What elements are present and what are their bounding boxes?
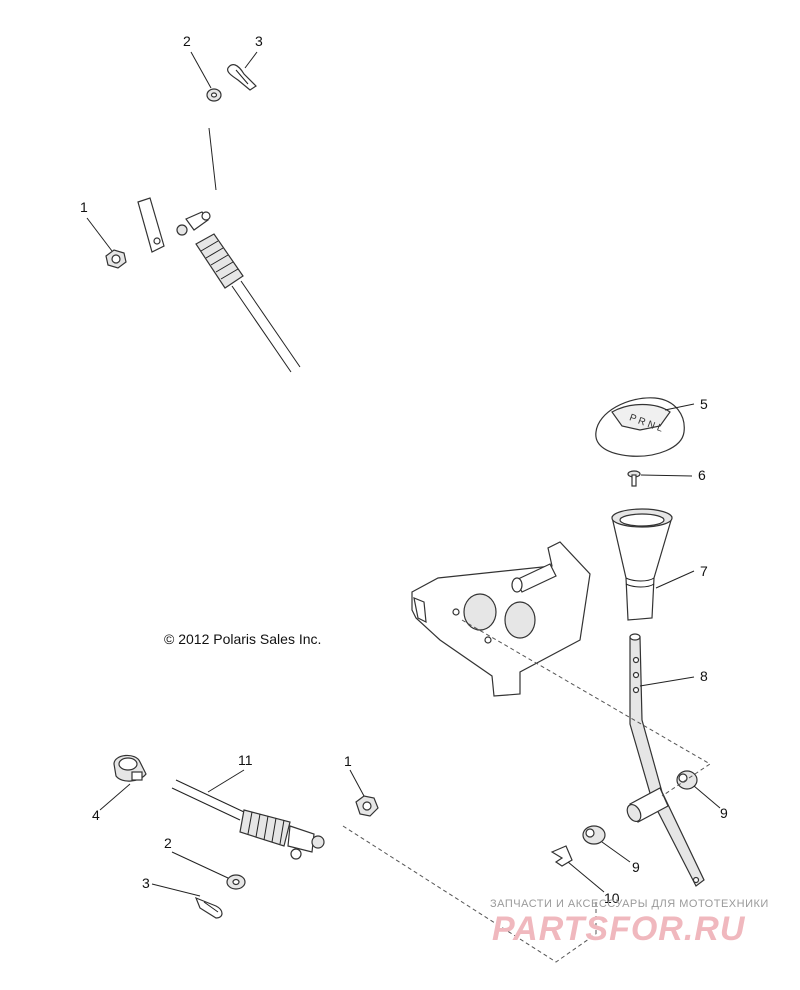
top-cable-assembly — [105, 64, 301, 373]
callout-3-top: 3 — [255, 33, 263, 49]
copyright-notice: © 2012 Polaris Sales Inc. — [164, 631, 321, 647]
callout-2-bottom: 2 — [164, 835, 172, 851]
callout-8: 8 — [700, 668, 708, 684]
shift-lever — [626, 633, 705, 887]
knob-screw — [627, 470, 641, 487]
watermark-brand: PARTSFOR.RU — [492, 910, 746, 948]
watermark-tagline: ЗАПЧАСТИ И АКСЕССУАРЫ ДЛЯ МОТОТЕХНИКИ — [490, 898, 769, 910]
callout-6: 6 — [698, 467, 706, 483]
shift-knob: P R N L — [595, 397, 685, 457]
shifter-mount-bracket — [411, 541, 591, 697]
callout-9-b: 9 — [632, 859, 640, 875]
nut-bottom — [355, 795, 379, 817]
bushing-b — [582, 825, 606, 845]
cable-end-top — [176, 211, 211, 236]
hairpin-clip-bottom — [194, 896, 223, 919]
callouts-top: 1 2 3 — [80, 33, 263, 252]
washer-top — [206, 88, 222, 102]
callout-11: 11 — [238, 752, 253, 768]
hairpin-clip-top — [227, 64, 257, 91]
cable-boot-bottom — [239, 809, 291, 847]
bottom-cable-assembly — [113, 754, 379, 919]
watermark: ЗАПЧАСТИ И АКСЕССУАРЫ ДЛЯ МОТОТЕХНИКИ PA… — [490, 898, 769, 948]
washer-bottom — [226, 874, 246, 890]
callout-7: 7 — [700, 563, 708, 579]
assembly-guides — [342, 619, 711, 963]
callouts-bottom: 1 11 4 2 3 — [92, 752, 365, 897]
bracket-strap — [137, 197, 165, 253]
callout-1-bottom: 1 — [344, 753, 352, 769]
callout-1-top: 1 — [80, 199, 88, 215]
shifter-boot — [611, 508, 673, 621]
cable-clamp — [113, 754, 147, 782]
shift-knob-assembly: P R N L — [550, 397, 705, 887]
nut-top — [105, 249, 127, 269]
callout-4: 4 — [92, 807, 100, 823]
callout-10: 10 — [604, 890, 620, 906]
callout-2-top: 2 — [183, 33, 191, 49]
callouts-shifter: 5 6 7 8 9 9 10 — [567, 396, 728, 906]
cable-boot-top — [195, 233, 244, 289]
callout-5: 5 — [700, 396, 708, 412]
callout-3-bottom: 3 — [142, 875, 150, 891]
callout-9-a: 9 — [720, 805, 728, 821]
cable-end-bottom — [287, 825, 325, 860]
e-clip — [550, 845, 573, 867]
